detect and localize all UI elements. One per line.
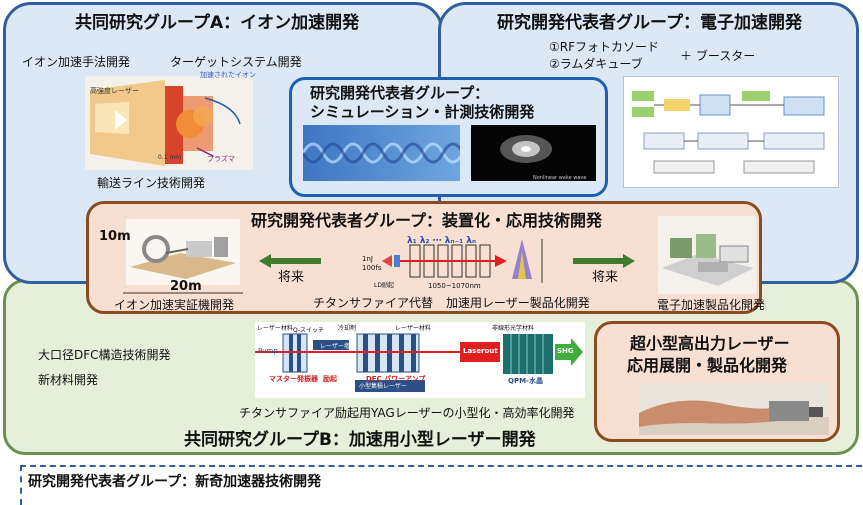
device-title: 研究開発代表者グループ：装置化・応用技術開発	[251, 211, 603, 230]
diag-dfc-amp: DFC パワーアンプ	[366, 375, 426, 383]
simulation-title-line-2: シミュレーション・計測技術開発	[310, 103, 535, 121]
transport-line-label: 輸送ライン技術開発	[97, 176, 206, 190]
group-a-title: 共同研究グループA：イオン加速開発	[75, 13, 360, 33]
img-label-ion: 加速されたイオン	[200, 71, 256, 79]
dfc-label: 大口径DFC構造技術開発	[38, 348, 171, 362]
new-material-label: 新材料開発	[38, 373, 99, 387]
diag-laser-amp: レーザー増力	[320, 343, 356, 350]
simulation-title-line-1: 研究開発代表者グループ：	[310, 84, 490, 102]
diag-compact: 小型集積レーザー	[359, 383, 407, 390]
ti-sapphire-label: チタンサファイア代替	[313, 296, 434, 310]
ion-method-label: イオン加速手法開発	[22, 55, 131, 69]
diag-shg: SHG	[557, 347, 574, 355]
diag-excite: 励起	[323, 375, 337, 383]
novel-panel	[20, 465, 862, 505]
img-label-laser: 高強度レーザー	[90, 87, 139, 95]
target-system-label: ターゲットシステム開発	[170, 55, 302, 69]
ion-demo-label: イオン加速実証機開発	[114, 298, 235, 312]
diag-laser-out: Laserout	[463, 347, 498, 355]
group-b-title: 共同研究グループB：加速用小型レーザー開発	[184, 430, 536, 450]
diag-coolant: 冷却剤	[338, 325, 357, 332]
diag-q-switch: Q-スイッチ	[293, 327, 325, 334]
20m-dimension-line-icon	[123, 292, 243, 294]
energy-label: 1nJ	[362, 255, 373, 263]
ultra-title-line-1: 超小型高出力レーザー	[630, 334, 790, 353]
img-label-plasma: プラズマ	[207, 155, 235, 163]
ion-demo-machine-image	[126, 219, 240, 285]
diag-laser-material-2: レーザー材料	[395, 325, 431, 332]
electron-product-label: 電子加速製品化開発	[657, 298, 766, 312]
yag-dev-label: チタンサファイア励起用YAGレーザーの小型化・高効率化開発	[239, 406, 575, 420]
laser-chain-diagram	[382, 239, 543, 283]
label-20m: 20m	[170, 279, 202, 294]
lambda-sequence: λ₁ λ₂ ⋯ λₙ₋₁ λₙ	[407, 236, 477, 246]
future-left-arrow-icon	[259, 254, 321, 268]
ultra-compact-laser-photo	[639, 383, 829, 435]
simulation-image-caption: Nonlinear wake wave	[533, 175, 587, 181]
ultra-title-line-2: 応用展開・製品化開発	[627, 356, 788, 375]
label-10m: 10m	[99, 229, 131, 244]
compact-laser-diagram	[255, 322, 585, 398]
novel-title: 研究開発代表者グループ：新奇加速器技術開発	[28, 474, 322, 490]
ld-label: LD励起	[374, 282, 394, 289]
electron-item-1: ①RFフォトカソード	[549, 40, 659, 54]
diag-pump: Pump	[258, 347, 278, 355]
diag-nonlinear: 非線形光学材料	[492, 325, 535, 332]
laser-product-label: 加速用レーザー製品化開発	[446, 296, 590, 310]
diag-master-osc: マスター発振器	[269, 375, 318, 383]
future-right-arrow-icon	[573, 254, 635, 268]
img-label-scale: 0.1 mm	[158, 154, 182, 161]
diag-qpm: QPM-水晶	[508, 377, 543, 385]
wavelength-label: 1050~1070nm	[428, 282, 481, 290]
simulation-measurement-image	[471, 125, 596, 181]
electron-schematic-image	[623, 76, 839, 188]
electron-title: 研究開発代表者グループ：電子加速開発	[497, 13, 802, 33]
diag-laser-material: レーザー材料	[257, 325, 293, 332]
pulse-label: 100fs	[362, 264, 382, 272]
future-left-label: 将来	[278, 270, 305, 285]
simulation-wave-image	[303, 125, 460, 181]
electron-item-2: ②ラムダキューブ	[549, 57, 643, 71]
future-right-label: 将来	[592, 270, 619, 285]
electron-product-image	[658, 216, 756, 294]
ion-acceleration-illustration	[85, 76, 253, 170]
plus-booster-label: ＋ ブースター	[680, 49, 756, 63]
